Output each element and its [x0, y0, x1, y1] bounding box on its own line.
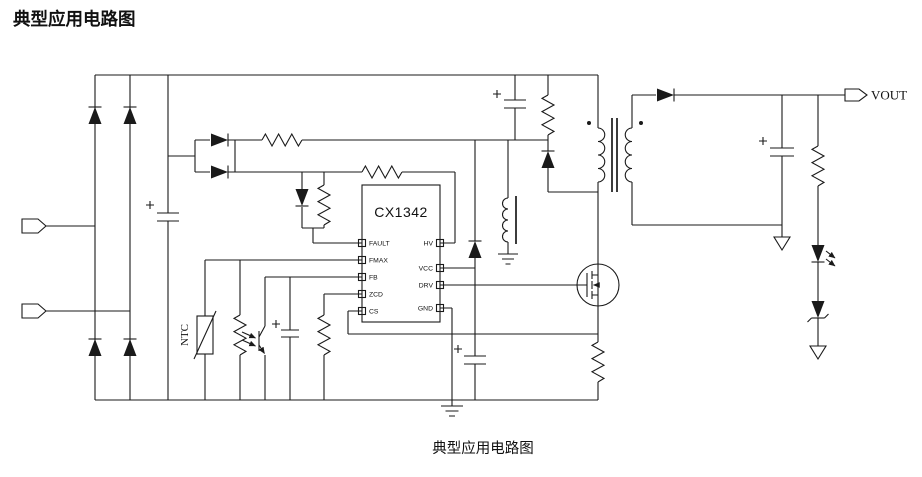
pin-label-fault: FAULT [369, 241, 390, 248]
pin-box-drv [435, 280, 445, 290]
pin-box-fault [357, 238, 367, 248]
bridge-rectifier [87, 75, 138, 400]
light-arrow [241, 331, 256, 339]
pin-box-hv [435, 238, 445, 248]
clamp-resistor [541, 94, 555, 136]
resistor [233, 314, 247, 356]
ground-symbol [441, 400, 463, 417]
light-arrow [241, 339, 256, 347]
ic-cx1342: CX1342 FAULT FMAX FB ZCD CS HV VCC DRV G… [357, 184, 445, 323]
input-terminal-2 [21, 303, 130, 319]
pin-label-vcc: VCC [419, 266, 433, 273]
pin-box-gnd [435, 303, 445, 313]
bridge-diode [122, 106, 138, 125]
secondary-winding [624, 127, 633, 183]
resistor [591, 341, 605, 383]
pin-label-fmax: FMAX [369, 258, 388, 265]
pin-label-hv: HV [424, 241, 434, 248]
cs-sense-wire [347, 310, 598, 335]
bridge-diode [122, 338, 138, 357]
feedback-led [810, 244, 826, 263]
resistor [811, 145, 825, 187]
bulk-capacitor [146, 75, 179, 400]
output-ground-arrow [809, 345, 827, 360]
transformer [587, 75, 782, 226]
pin-label-cs: CS [369, 309, 379, 316]
transformer-core [611, 118, 618, 192]
power-rails [95, 74, 598, 401]
aux-ground-symbol [498, 253, 518, 265]
hv-startup-network [235, 165, 456, 244]
input-terminal-1 [21, 218, 95, 234]
polarity-dot [639, 121, 643, 125]
clamp-diode [540, 150, 556, 169]
aux-winding [498, 140, 518, 265]
sense-resistor [591, 295, 605, 400]
zener-wings [807, 313, 829, 323]
gnd-wire [440, 307, 453, 400]
vcc-network [440, 140, 486, 400]
rcd-clamp [493, 75, 598, 193]
vout-terminal: VOUT [844, 88, 907, 103]
plus-sign [272, 320, 280, 328]
bridge-diode [87, 338, 103, 357]
page-title: 典型应用电路图 [13, 9, 136, 29]
ovp-network [294, 172, 362, 244]
pin-box-fmax [357, 255, 367, 265]
fb-optocoupler [241, 276, 362, 400]
fmax-resistor [233, 260, 247, 400]
pin-label-fb: FB [369, 275, 378, 282]
pin-label-drv: DRV [419, 283, 434, 290]
series-diode [210, 132, 229, 148]
led-emission-arrow [825, 250, 836, 259]
primary-winding [597, 127, 606, 183]
polarity-dot [587, 121, 591, 125]
plus-sign [146, 201, 154, 209]
output-feedback-chain [807, 95, 836, 360]
resistor [261, 133, 303, 147]
zener-diode [294, 188, 310, 207]
vcc-diode [467, 240, 483, 259]
plus-sign [759, 137, 767, 145]
secondary-return [631, 182, 782, 226]
resistor [317, 184, 331, 226]
power-mosfet [440, 182, 620, 307]
chip-body [361, 184, 441, 323]
output-capacitor [759, 95, 794, 251]
fb-capacitor [272, 277, 299, 400]
led-emission-arrow [825, 258, 836, 267]
vout-label: VOUT [871, 88, 907, 103]
secondary-rectifier-diode [656, 87, 675, 103]
output-ground-arrow [773, 236, 791, 251]
ntc-label: NTC [179, 324, 191, 346]
resistor [317, 314, 331, 356]
zcd-resistor [317, 293, 362, 400]
input-rectifier-diodes [168, 132, 236, 180]
ntc-thermistor: NTC [179, 259, 362, 400]
series-diode [210, 164, 229, 180]
chip-name: CX1342 [374, 204, 428, 220]
bridge-diode [87, 106, 103, 125]
pin-box-zcd [357, 289, 367, 299]
circuit-caption: 典型应用电路图 [432, 439, 534, 457]
plus-sign [454, 345, 462, 353]
feed-resistor-network [228, 133, 548, 147]
feedback-zener [810, 300, 826, 319]
pin-box-fb [357, 272, 367, 282]
pin-label-gnd: GND [418, 306, 433, 313]
resistor [361, 165, 403, 179]
pin-label-zcd: ZCD [369, 292, 383, 299]
pin-box-vcc [435, 263, 445, 273]
pin-box-cs [357, 306, 367, 316]
plus-sign [493, 90, 501, 98]
